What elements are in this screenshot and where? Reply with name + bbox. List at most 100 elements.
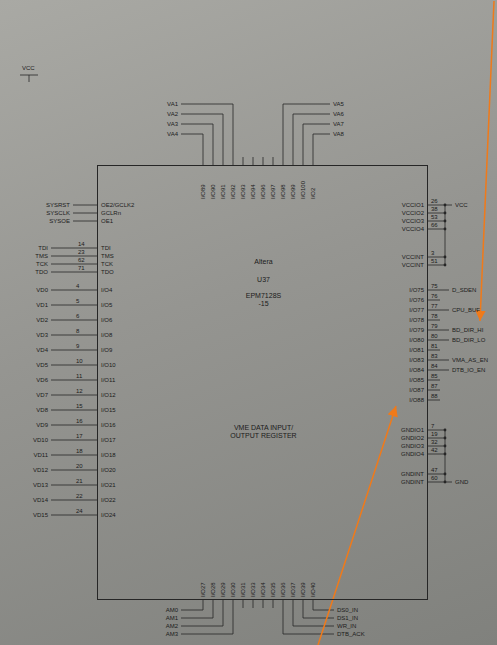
signal-name: VD11 <box>33 452 48 458</box>
wire <box>29 75 30 82</box>
pin-name: TDI <box>101 245 111 251</box>
wire <box>303 124 330 165</box>
signal-name: VD9 <box>36 422 48 428</box>
wire <box>428 340 449 341</box>
annotation-arrow <box>318 406 396 645</box>
wire <box>51 256 97 257</box>
pin-name: GNDIO4 <box>401 451 424 457</box>
signal-name: TCK <box>36 261 48 267</box>
pin-number: 76 <box>431 293 438 299</box>
pin-number: 32 <box>431 439 438 445</box>
signal-name: DTB_ACK <box>337 631 365 637</box>
signal-name: DS0_IN <box>337 607 358 613</box>
pin-number: 3 <box>431 250 434 256</box>
pin-name: I/O6 <box>101 317 112 323</box>
junction-dot <box>444 264 447 267</box>
signal-name: VA3 <box>167 121 178 127</box>
pin-number: 42 <box>431 447 438 453</box>
signal-name: VA7 <box>333 121 344 127</box>
wire <box>273 157 274 165</box>
pin-number: 60 <box>431 475 438 481</box>
power-label: VCC <box>455 202 468 208</box>
pin-name: I/O94 <box>250 184 256 199</box>
wire <box>181 600 223 626</box>
wire <box>428 221 445 222</box>
wire <box>51 350 97 351</box>
annotation-arrow <box>480 1 494 321</box>
pin-number: 77 <box>431 303 438 309</box>
pin-name: I/O33 <box>250 582 256 597</box>
signal-name: VD6 <box>36 377 48 383</box>
pin-name: OE1 <box>101 218 113 224</box>
pin-name: I/O36 <box>280 582 286 597</box>
pin-name: TCK <box>101 261 113 267</box>
pin-name: I/O2 <box>310 188 316 199</box>
pin-number: 47 <box>431 467 438 473</box>
pin-number: 71 <box>78 265 85 271</box>
pin-name: I/O20 <box>101 467 116 473</box>
pin-number: 80 <box>431 333 438 339</box>
pin-name: I/O80 <box>409 337 424 343</box>
pin-name: I/O96 <box>260 184 266 199</box>
signal-name: VD5 <box>36 362 48 368</box>
pin-number: 11 <box>76 373 82 379</box>
wire <box>51 485 97 486</box>
wire <box>51 272 97 273</box>
pin-name: I/O22 <box>101 497 116 503</box>
pin-name: I/O40 <box>310 582 316 597</box>
pin-name: OE2/GCLK2 <box>101 202 134 208</box>
signal-name: SYSRST <box>46 202 70 208</box>
wire <box>428 482 445 483</box>
pin-number: 78 <box>431 313 438 319</box>
pin-number: 5 <box>76 298 79 304</box>
wire <box>181 134 203 165</box>
pin-number: 10 <box>76 358 83 364</box>
junction-dot <box>444 481 447 484</box>
pin-name: I/O90 <box>210 184 216 199</box>
wire <box>428 430 445 431</box>
pin-name: I/O39 <box>300 582 306 597</box>
pin-name: TMS <box>101 253 114 259</box>
pin-name: GNDIO2 <box>401 435 424 441</box>
pin-number: 4 <box>76 283 79 289</box>
signal-name: WR_IN <box>337 623 356 629</box>
wire <box>428 454 445 455</box>
signal-name: VD14 <box>33 497 48 503</box>
wire <box>428 257 445 258</box>
pin-name: I/O30 <box>230 582 236 597</box>
wire <box>181 600 203 610</box>
wire <box>51 515 97 516</box>
pin-name: VCCINT <box>402 262 424 268</box>
wire <box>428 320 440 321</box>
wire <box>428 290 449 291</box>
wire <box>51 365 97 366</box>
signal-name: DTB_IO_EN <box>452 367 485 373</box>
pin-name: I/O24 <box>101 512 116 518</box>
wire <box>428 370 449 371</box>
chip-label: U37 <box>224 276 304 284</box>
pin-name: I/O10 <box>101 362 116 368</box>
signal-name: VD8 <box>36 407 48 413</box>
signal-name: BD_DIR_HI <box>452 327 483 333</box>
wire <box>263 157 264 165</box>
pin-name: GNDINT <box>401 479 424 485</box>
wire <box>428 265 445 266</box>
pin-number: 24 <box>76 508 83 514</box>
wire <box>428 446 445 447</box>
pin-number: 9 <box>76 343 79 349</box>
pin-number: 83 <box>431 353 438 359</box>
pin-name: I/O76 <box>409 297 424 303</box>
signal-name: AM2 <box>166 623 178 629</box>
pin-number: 79 <box>431 323 438 329</box>
wire <box>51 264 97 265</box>
pin-name: VCCINT <box>402 254 424 260</box>
signal-name: SYSCLK <box>46 210 70 216</box>
wire <box>428 300 440 301</box>
pin-number: 51 <box>431 258 438 264</box>
junction-dot <box>444 204 447 207</box>
signal-name: VD2 <box>36 317 48 323</box>
wire <box>51 470 97 471</box>
pin-number: 12 <box>76 388 83 394</box>
pin-name: I/O29 <box>220 582 226 597</box>
junction-dot <box>444 256 447 259</box>
